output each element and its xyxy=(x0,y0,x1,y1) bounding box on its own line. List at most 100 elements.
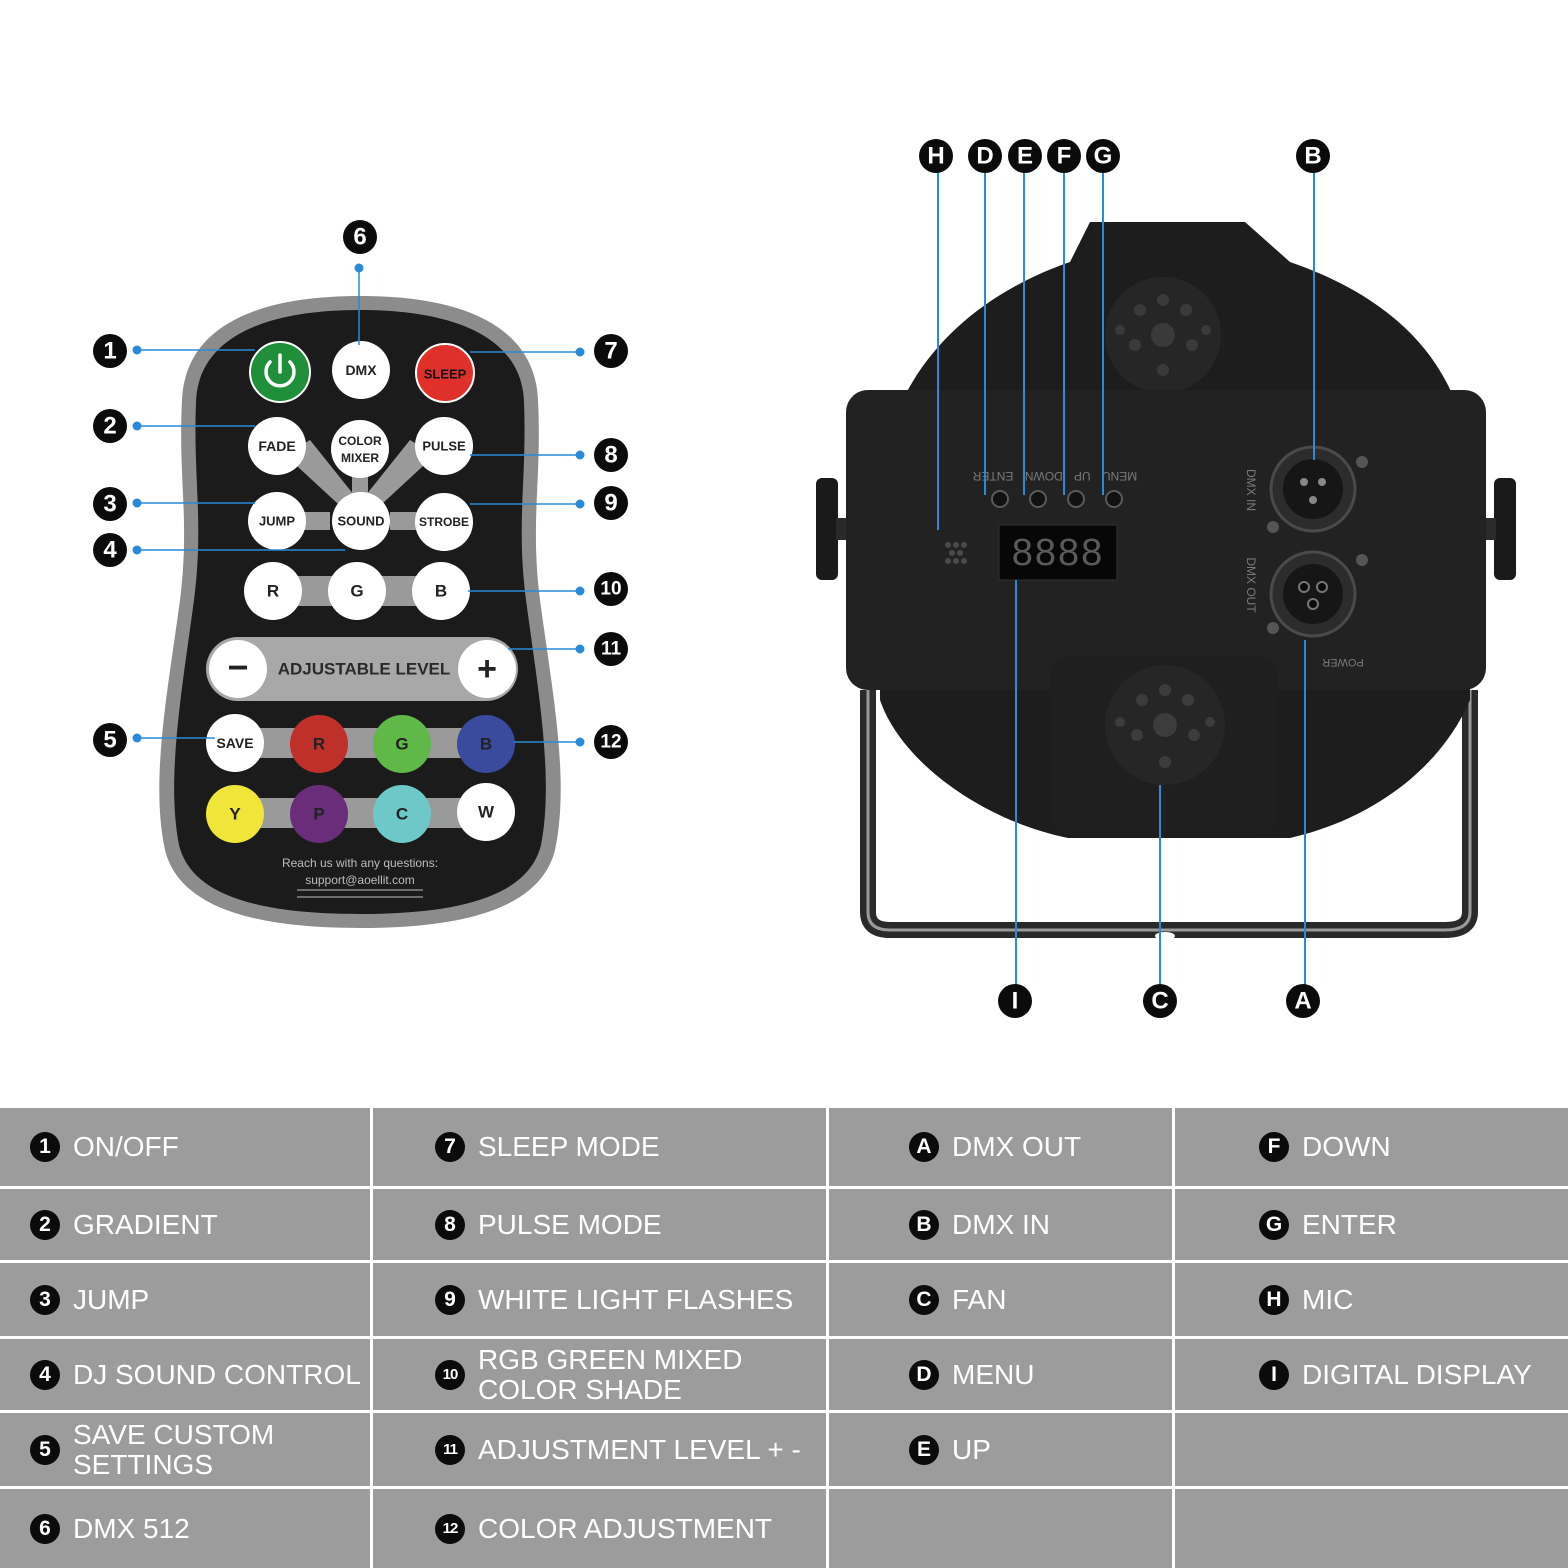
left-knob xyxy=(816,478,838,580)
sound-button[interactable]: SOUND xyxy=(332,492,390,550)
legend-text: GRADIENT xyxy=(73,1208,218,1240)
dmx-in-connector[interactable] xyxy=(1267,445,1368,533)
blue-color-button[interactable]: B xyxy=(457,715,515,773)
control-button-down[interactable] xyxy=(1067,490,1085,508)
red-color-button[interactable]: R xyxy=(290,715,348,773)
minus-label: − xyxy=(227,647,248,688)
svg-text:11: 11 xyxy=(601,639,622,660)
save-button[interactable]: SAVE xyxy=(206,714,264,772)
remote-leader-lines xyxy=(132,263,585,747)
legend-badge: 12 xyxy=(435,1513,465,1544)
minus-button[interactable]: − xyxy=(209,640,267,698)
legend-badge: 3 xyxy=(30,1284,60,1315)
control-button-enter[interactable] xyxy=(1105,490,1123,508)
connector-wedge xyxy=(358,440,435,515)
color-row1-bar xyxy=(236,728,486,758)
svg-text:5: 5 xyxy=(103,727,116,754)
legend-badge: C xyxy=(909,1284,939,1315)
marker-4: 4 xyxy=(93,533,127,567)
sound-label: SOUND xyxy=(338,514,385,529)
g-button[interactable]: G xyxy=(328,562,386,620)
svg-text:G: G xyxy=(1094,143,1113,170)
color-mixer-label-1: COLOR xyxy=(338,434,382,448)
b-button[interactable]: B xyxy=(412,562,470,620)
svg-text:D: D xyxy=(976,143,993,170)
panel-label-dmx-out: DMX OUT xyxy=(1244,557,1258,613)
plus-button[interactable]: + xyxy=(458,640,516,698)
strobe-label: STROBE xyxy=(419,515,469,529)
fade-button[interactable]: FADE xyxy=(248,417,306,475)
pulse-button[interactable]: PULSE xyxy=(415,417,473,475)
power-button[interactable] xyxy=(249,341,311,403)
marker-12: 12 xyxy=(594,725,628,759)
color-row2-bar xyxy=(236,798,486,828)
green-color-button[interactable]: G xyxy=(373,715,431,773)
panel-label-dmx-in: DMX IN xyxy=(1244,469,1258,511)
svg-text:1: 1 xyxy=(103,338,116,365)
panel-label-power: POWER xyxy=(1322,656,1364,668)
marker-i: I xyxy=(998,984,1032,1018)
marker-c: C xyxy=(1143,984,1177,1018)
legend-badge: D xyxy=(909,1359,939,1390)
legend-text: ENTER xyxy=(1302,1208,1397,1240)
legend-text: SLEEP MODE xyxy=(478,1131,660,1162)
legend-badge: 4 xyxy=(30,1359,60,1390)
strobe-button[interactable]: STROBE xyxy=(415,493,473,551)
sleep-label: SLEEP xyxy=(424,367,467,382)
sleep-button[interactable]: SLEEP xyxy=(415,343,475,403)
bracket-hole xyxy=(1155,882,1175,890)
legend-badge: B xyxy=(909,1209,939,1240)
connector-wedge xyxy=(300,512,330,530)
svg-text:6: 6 xyxy=(353,224,366,251)
legend-cell xyxy=(826,1489,1172,1568)
remote-footer-line1: Reach us with any questions: xyxy=(282,856,438,870)
marker-11: 11 xyxy=(594,632,628,666)
dmx-button[interactable]: DMX xyxy=(332,341,390,399)
control-button-menu[interactable] xyxy=(991,490,1009,508)
save-label: SAVE xyxy=(216,735,253,751)
legend-text: RGB GREEN MIXED COLOR SHADE xyxy=(478,1343,743,1405)
yellow-color-label: Y xyxy=(229,805,241,824)
jump-label: JUMP xyxy=(259,514,295,529)
r-button[interactable]: R xyxy=(244,562,302,620)
marker-g: G xyxy=(1086,139,1120,173)
yellow-color-button[interactable]: Y xyxy=(206,785,264,843)
marker-h: H xyxy=(919,139,953,173)
control-button-up[interactable] xyxy=(1029,490,1047,508)
color-mixer-button[interactable]: COLOR MIXER xyxy=(331,420,389,478)
marker-10: 10 xyxy=(594,572,628,606)
svg-text:B: B xyxy=(1304,143,1321,170)
legend-text: DMX OUT xyxy=(952,1131,1082,1162)
adjustable-level-label: ADJUSTABLE LEVEL xyxy=(278,660,451,679)
legend-text: DMX 512 xyxy=(73,1512,190,1544)
mounting-bracket-highlight xyxy=(866,690,1472,932)
cyan-color-label: C xyxy=(396,805,408,824)
g-label: G xyxy=(350,582,363,601)
marker-b: B xyxy=(1296,139,1330,173)
legend-badge: F xyxy=(1259,1132,1289,1162)
cyan-color-button[interactable]: C xyxy=(373,785,431,843)
purple-color-button[interactable]: P xyxy=(290,785,348,843)
marker-9: 9 xyxy=(594,486,628,520)
legend-badge: H xyxy=(1259,1284,1289,1315)
legend-text: SAVE CUSTOM SETTINGS xyxy=(73,1418,275,1480)
white-color-label: W xyxy=(478,803,495,822)
red-color-label: R xyxy=(313,735,325,754)
legend-badge: 8 xyxy=(435,1209,465,1240)
dmx-out-connector[interactable] xyxy=(1267,550,1368,638)
upper-fan-grill xyxy=(1105,277,1221,393)
display-digits: 8888 xyxy=(1012,532,1105,574)
jump-button[interactable]: JUMP xyxy=(248,492,306,550)
white-color-button[interactable]: W xyxy=(457,783,515,841)
svg-text:H: H xyxy=(927,143,944,170)
svg-text:I: I xyxy=(1012,988,1019,1015)
